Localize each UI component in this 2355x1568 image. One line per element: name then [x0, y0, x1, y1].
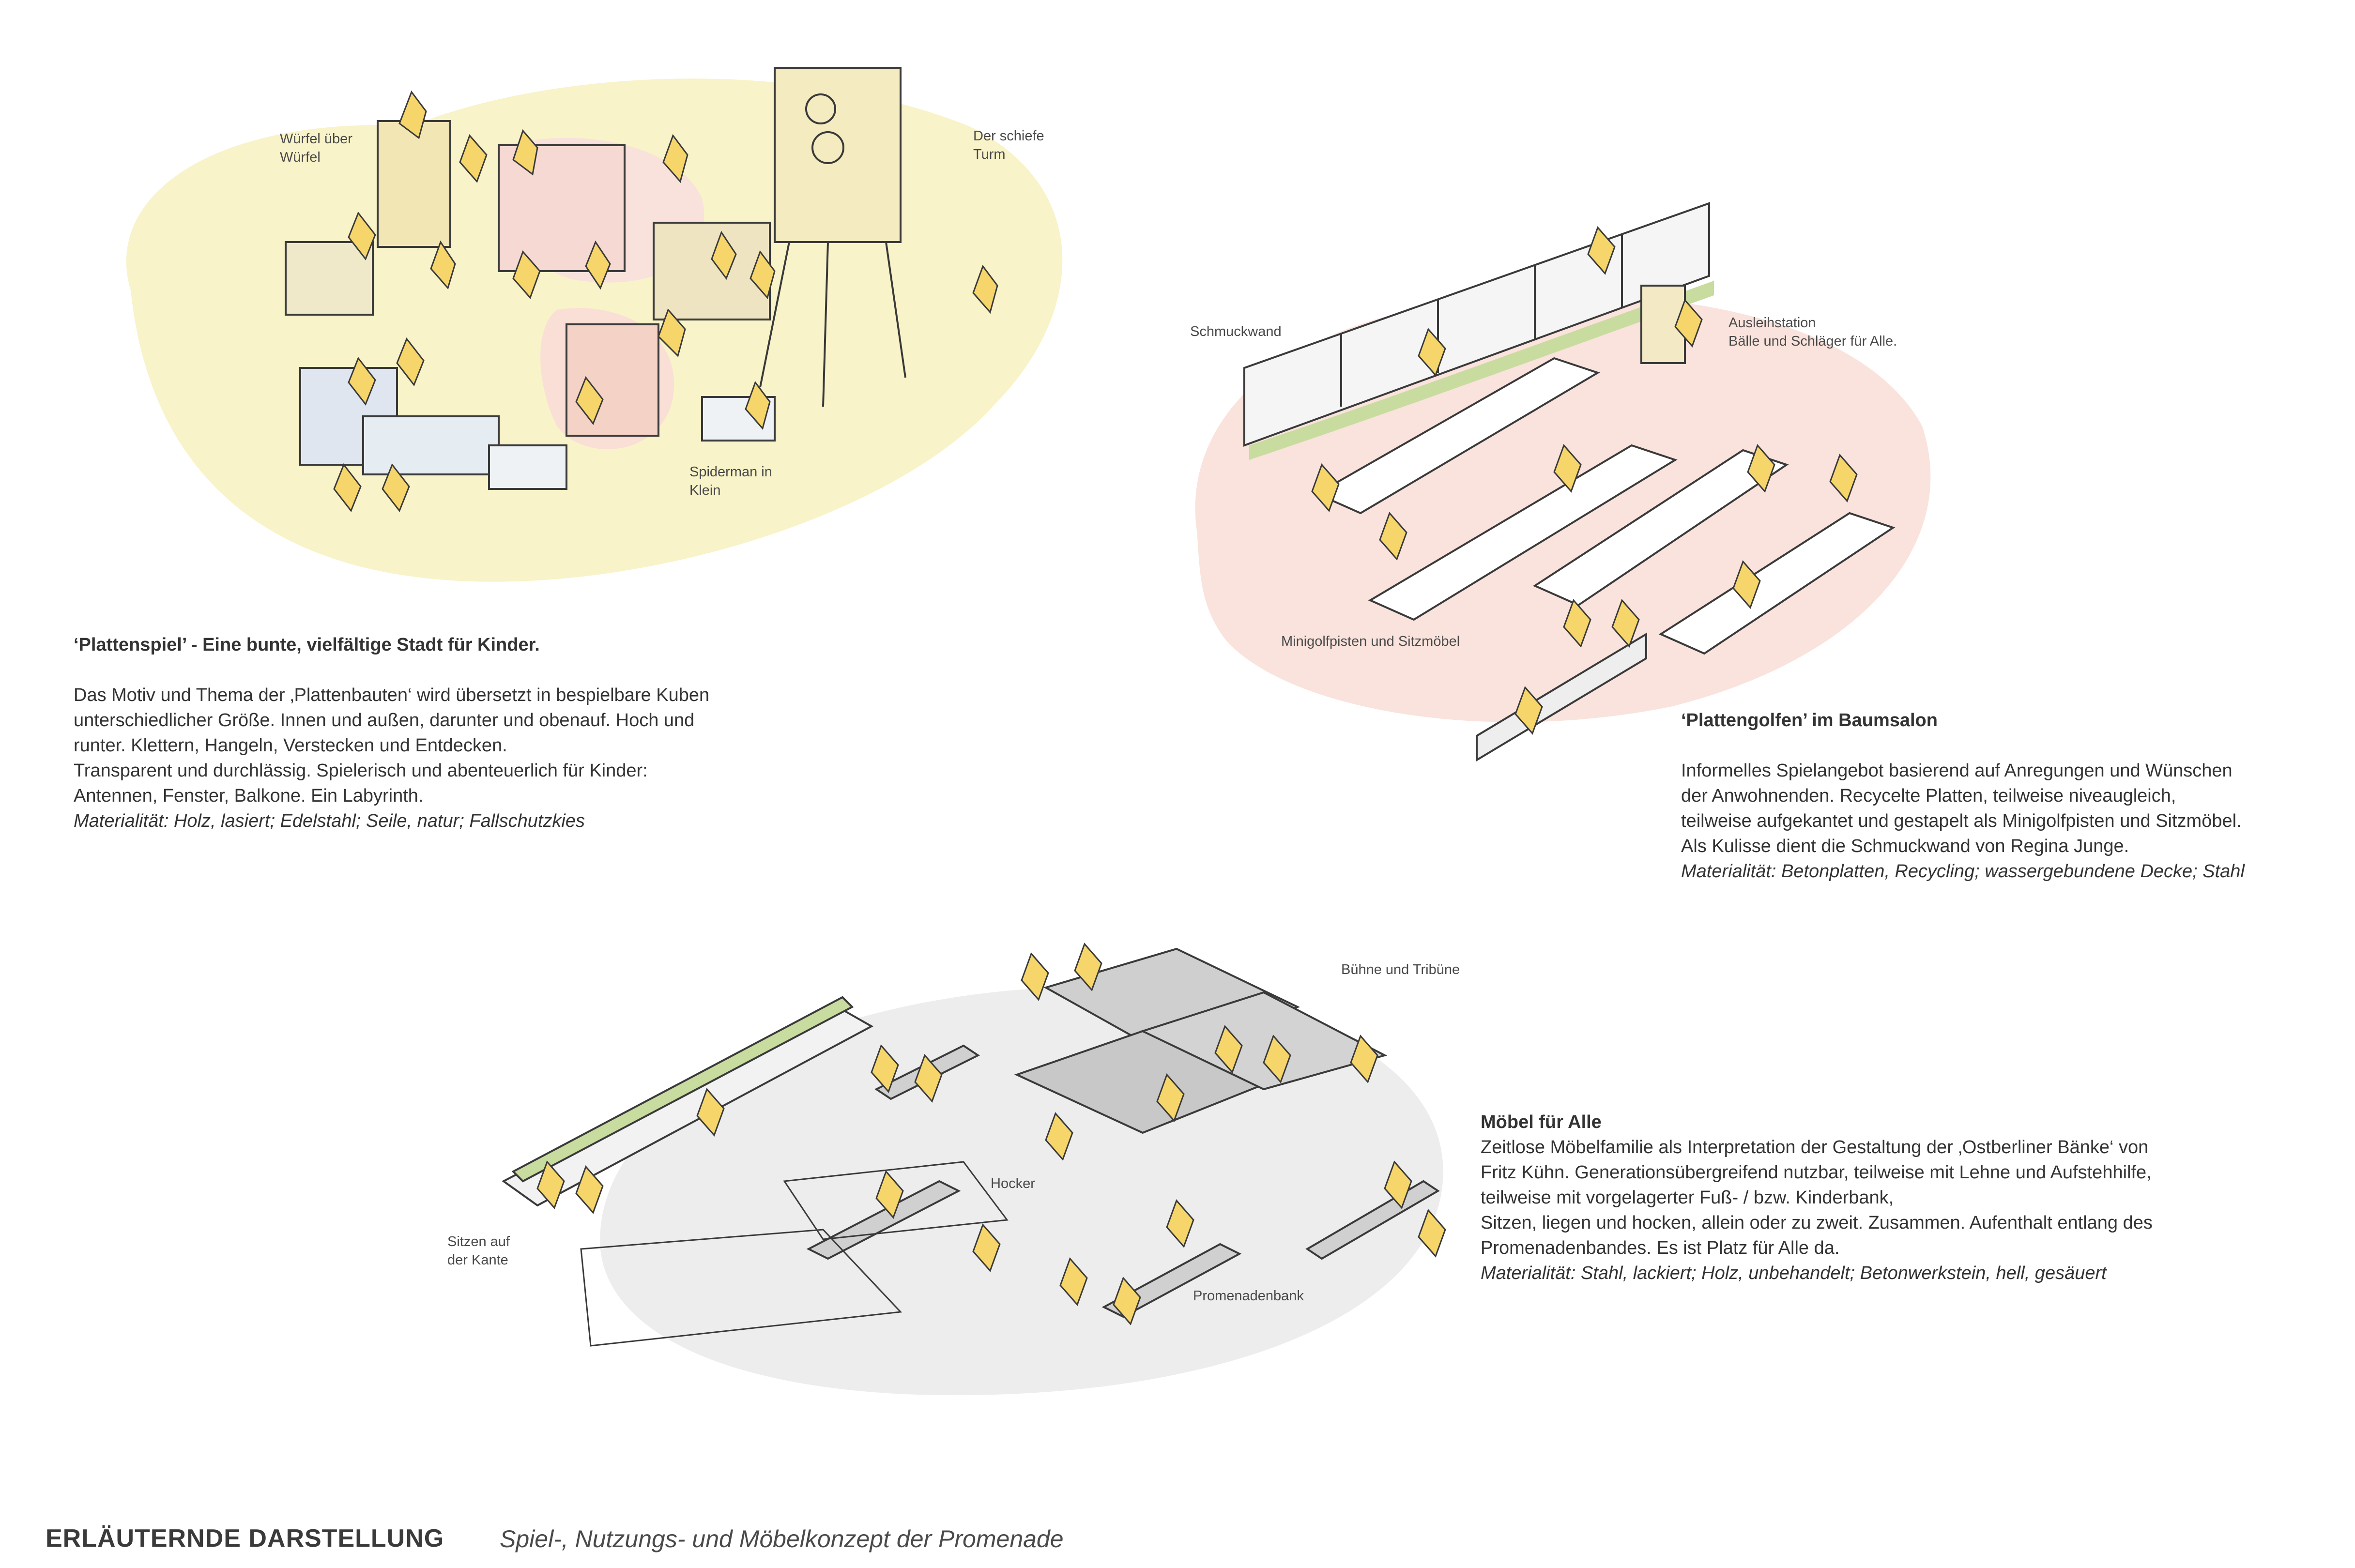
text-moebel: Möbel für Alle Zeitlose Möbelfamilie als… [1481, 1110, 2255, 1286]
minigolf-pistes [1315, 285, 1896, 762]
sketch-moebel [474, 910, 1491, 1418]
plattengolfen-title: ‘Plattengolfen’ im Baumsalon [1681, 710, 1938, 731]
golf-trees [1311, 226, 1858, 735]
label-wuerfel: Würfel über Würfel [280, 131, 352, 165]
label-schmuckwand: Schmuckwand [1190, 324, 1282, 339]
text-plattenspiel: ‘Plattenspiel’ - Eine bunte, vielfältige… [74, 632, 829, 834]
footer-subtitle: Spiel-, Nutzungs- und Möbelkonzept der P… [500, 1525, 1064, 1553]
label-buehne: Bühne und Tribüne [1341, 962, 1460, 977]
grass-strip [1249, 281, 1714, 460]
tree-crowns [333, 90, 998, 512]
plattengolfen-body: Informelles Spielangebot basierend auf A… [1681, 761, 2242, 856]
sketch-plattengolfen [1138, 174, 1961, 804]
text-plattengolfen: ‘Plattengolfen’ im Baumsalon Informelles… [1681, 708, 2340, 884]
moebel-illustration [502, 943, 1446, 1396]
label-hocker: Hocker [991, 1176, 1035, 1191]
cube-structures [285, 67, 906, 490]
plattengolfen-illustration [1195, 202, 1931, 762]
sketch-plattenspiel [73, 39, 1114, 620]
label-spiderman: Spiderman in Klein [689, 464, 772, 498]
moebel-body: Zeitlose Möbelfamilie als Interpretation… [1481, 1137, 2153, 1258]
moebel-title: Möbel für Alle [1481, 1112, 1602, 1132]
plattengolfen-material: Materialität: Betonplatten, Recycling; w… [1681, 861, 2245, 882]
label-ausleihstation: Ausleihstation Bälle und Schläger für Al… [1728, 315, 1897, 349]
benches-and-stage [502, 947, 1440, 1347]
label-minigolf: Minigolfpisten und Sitzmöbel [1281, 634, 1460, 649]
plattenspiel-title: ‘Plattenspiel’ - Eine bunte, vielfältige… [74, 635, 540, 655]
label-sitzen-kante: Sitzen auf der Kante [447, 1234, 510, 1268]
footer-title: ERLÄUTERNDE DARSTELLUNG [46, 1524, 444, 1553]
moebel-material: Materialität: Stahl, lackiert; Holz, unb… [1481, 1263, 2107, 1283]
plattenspiel-material: Materialität: Holz, lasiert; Edelstahl; … [74, 811, 585, 831]
plattenspiel-body: Das Motiv und Thema der ‚Plattenbauten‘ … [74, 685, 710, 806]
label-schiefer-turm: Der schiefe Turm [973, 128, 1044, 162]
label-promenadenbank: Promenadenbank [1193, 1288, 1304, 1304]
moebel-trees [536, 943, 1446, 1325]
plattenspiel-illustration [126, 67, 1063, 582]
